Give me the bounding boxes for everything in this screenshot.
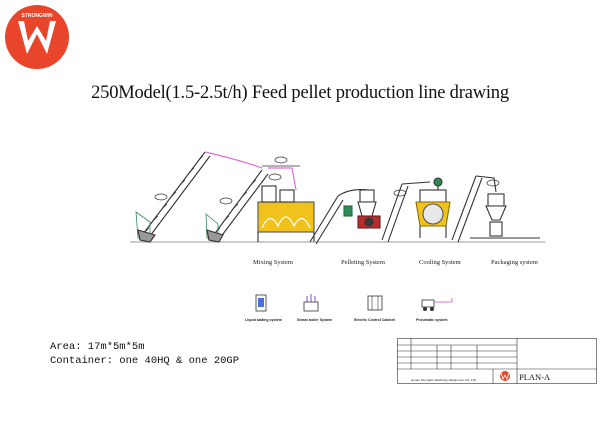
pink-feed-pipe xyxy=(204,151,263,169)
w-shield-icon xyxy=(18,21,56,54)
pellet-mill xyxy=(343,189,381,229)
company-name: Henan Strongwin Machinery Equipment CO.,… xyxy=(411,378,477,382)
steam-boiler-label: Steam boiler System xyxy=(297,318,333,322)
pelleting-system-label: Pelleting System xyxy=(341,259,385,266)
screw-conveyor-1 xyxy=(139,151,211,241)
packaging-elevator xyxy=(451,175,497,243)
logo-wordmark: STRONGWIN xyxy=(21,13,52,19)
cooling-system-label: Cooling System xyxy=(419,259,461,266)
pneumatic-system-label: Pneumatic system xyxy=(416,318,448,322)
mixer xyxy=(257,185,315,242)
liquid-tank-icon xyxy=(255,294,267,312)
production-line-drawing xyxy=(130,151,545,245)
liquid-adding-label: Liquid adding system xyxy=(245,318,282,322)
title-block xyxy=(397,338,597,384)
control-cabinet-label: Electric Control Cabinet xyxy=(354,318,395,322)
intake-hopper-1 xyxy=(135,211,156,243)
plan-label: PLAN-A xyxy=(519,372,551,382)
screw-conveyor-2 xyxy=(209,169,269,243)
packaging-system-label: Packaging system xyxy=(491,259,538,266)
container-spec: Container: one 40HQ & one 20GP xyxy=(50,355,240,367)
screw-conveyor-3 xyxy=(309,195,344,245)
intake-hopper-2 xyxy=(205,213,224,243)
steam-boiler-icon xyxy=(303,294,319,312)
control-cabinet-icon xyxy=(367,295,383,311)
page-title: 250Model(1.5-2.5t/h) Feed pellet product… xyxy=(91,83,509,103)
strongwin-logo: STRONGWIN xyxy=(5,5,69,69)
counterflow-cooler xyxy=(415,177,451,238)
auxiliary-legend xyxy=(255,294,453,312)
packaging-machine xyxy=(470,193,540,239)
area-spec: Area: 17m*5m*5m xyxy=(50,341,145,353)
small-w-logo-icon xyxy=(500,371,510,381)
air-compressor-icon xyxy=(421,298,453,311)
mixing-system-label: Mixing System xyxy=(253,259,293,266)
